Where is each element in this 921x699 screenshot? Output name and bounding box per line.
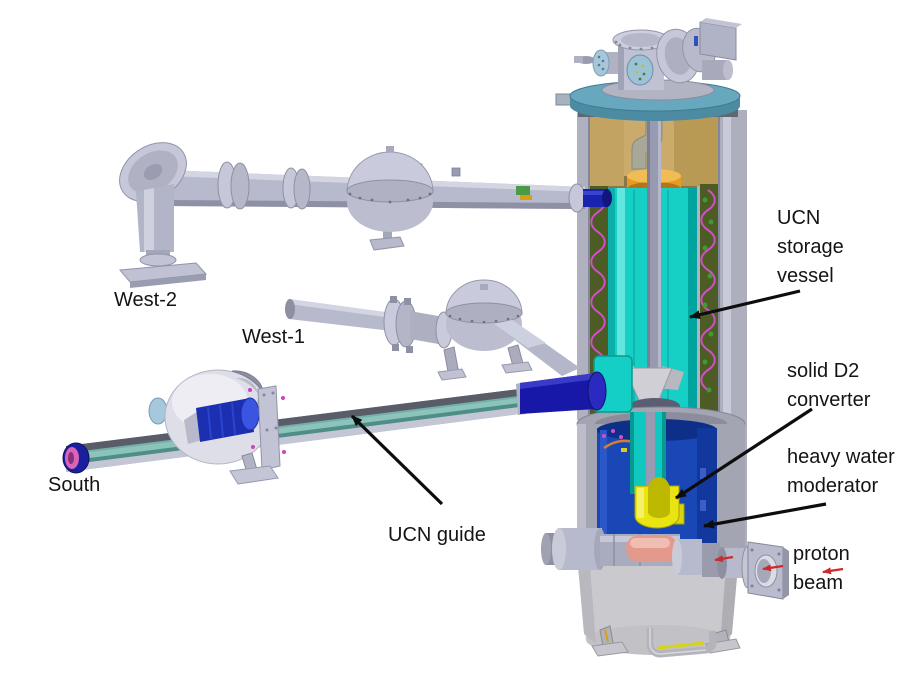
west2-dome-vessel bbox=[346, 146, 434, 251]
cryostat-top-assembly bbox=[574, 18, 742, 101]
label-solid-d2-converter: solid D2 converter bbox=[787, 360, 871, 411]
solid-d2-converter bbox=[634, 477, 685, 529]
label-proton-beam: proton beam bbox=[793, 543, 850, 594]
south-beamline bbox=[62, 369, 607, 485]
valve-body bbox=[699, 21, 737, 61]
west1-pot-vessel bbox=[437, 279, 533, 381]
sphere-flange-plate bbox=[257, 385, 281, 471]
bottom-pipe-loop bbox=[646, 628, 717, 658]
proton-beam-direction-arrows bbox=[714, 555, 844, 575]
beam-arrow-icon bbox=[822, 567, 844, 575]
heater-coil-right bbox=[700, 189, 716, 391]
west2-elbow-body bbox=[136, 184, 174, 252]
sphere-foot bbox=[229, 465, 279, 485]
label-west2: West-2 bbox=[114, 289, 177, 311]
west2-beamline bbox=[119, 142, 612, 288]
label-heavy-water-moderator: heavy water moderator bbox=[787, 446, 895, 497]
arrow-to-moderator bbox=[703, 502, 827, 529]
west1-beamline bbox=[285, 279, 580, 381]
south-sphere-vessel bbox=[164, 369, 286, 485]
perforated-flange bbox=[592, 49, 610, 77]
arrow-to-storage-vessel bbox=[689, 289, 801, 320]
annotation-arrows bbox=[350, 289, 827, 529]
beam-arrow-icon bbox=[714, 555, 734, 563]
label-ucn-storage-vessel: UCN storage vessel bbox=[777, 207, 844, 287]
label-ucn-guide: UCN guide bbox=[388, 524, 486, 546]
arrow-to-ucn-guide bbox=[350, 414, 444, 506]
west2-elbow-flange bbox=[119, 142, 187, 202]
perforated-flange bbox=[626, 54, 654, 86]
beam-arrow-icon bbox=[762, 564, 784, 572]
label-south: South bbox=[48, 474, 101, 496]
base-feet bbox=[591, 625, 741, 657]
coil-green-dots bbox=[702, 197, 714, 393]
central-guide-tube bbox=[647, 108, 661, 410]
label-west1: West-1 bbox=[242, 326, 305, 348]
proton-beam-tube bbox=[541, 528, 789, 600]
arrow-to-d2-converter bbox=[675, 407, 813, 500]
